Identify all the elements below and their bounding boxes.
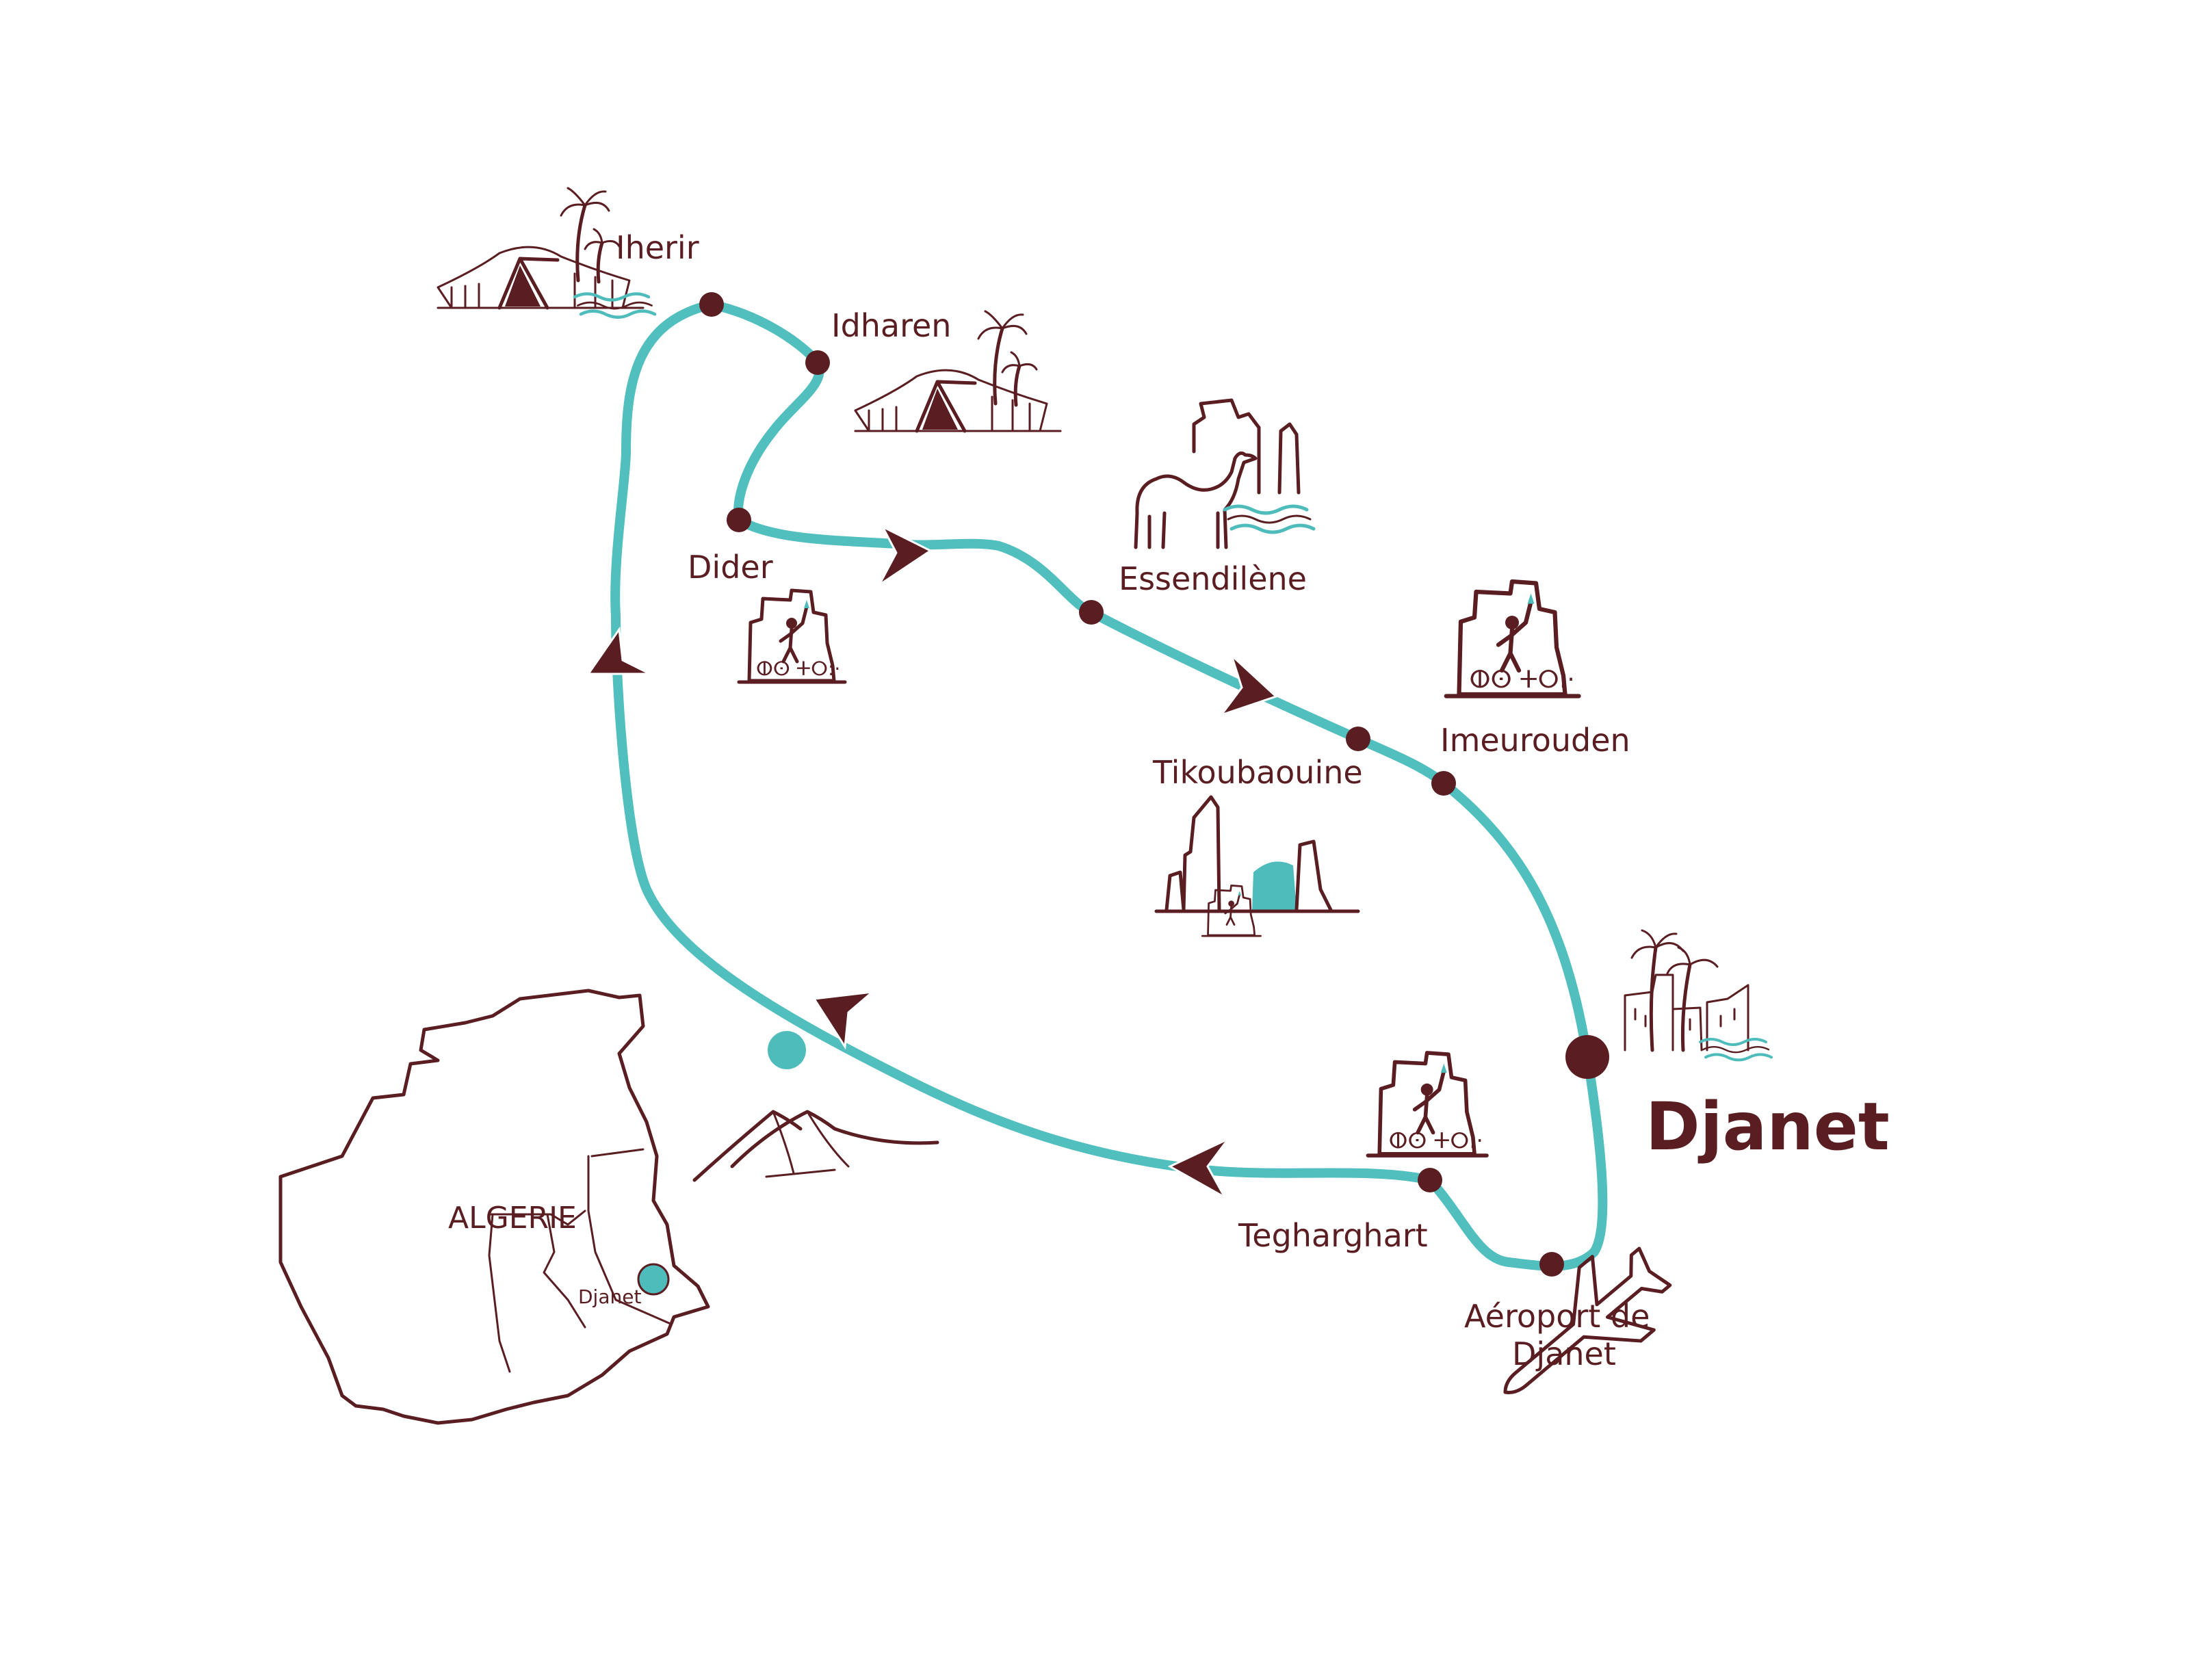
stop-iherir: [699, 292, 724, 317]
dunes-sun-icon: [692, 1031, 939, 1182]
stop-aeroport: [1539, 1252, 1564, 1277]
rock-art-icon: ⵀⵙ ⵜⵔ:·: [1446, 582, 1579, 696]
inset-city-label: Djanet: [578, 1285, 641, 1308]
rock-art-icon: ⵀⵙ ⵜⵔ:·: [739, 590, 845, 682]
direction-arrow-3: [1167, 1138, 1229, 1200]
stop-essendilene: [1079, 600, 1104, 625]
stop-dider: [727, 508, 751, 532]
itinerary-route: [610, 300, 1608, 1271]
stop-tikoubaouine: [1346, 727, 1370, 751]
inset-country-label: ALGERIE: [448, 1201, 577, 1236]
direction-arrow-1: [878, 524, 933, 586]
label-tegharghart: Tegharghart: [1238, 1217, 1428, 1254]
stop-djanet: [1565, 1035, 1609, 1079]
oasis-village-icon: [1624, 929, 1771, 1060]
label-aeroport-line1: Aéroport de: [1464, 1298, 1650, 1335]
svg-text:ⵀⵙ ⵜⵔ:·: ⵀⵙ ⵜⵔ:·: [756, 657, 840, 680]
label-djanet: Djanet: [1645, 1088, 1890, 1165]
camel-rock-icon: [1134, 398, 1314, 549]
rock-art-icon: ⵀⵙ ⵜⵔ:·: [1368, 1053, 1487, 1155]
rock-formations-icon: [1154, 795, 1360, 937]
svg-text:ⵀⵙ ⵜⵔ:·: ⵀⵙ ⵜⵔ:·: [1389, 1129, 1483, 1153]
direction-arrow-5: [586, 626, 651, 675]
airplane-icon: [1503, 1246, 1672, 1394]
stop-idharen: [805, 350, 830, 375]
algeria-inset-map: ALGERIE Djanet: [278, 989, 710, 1425]
inset-djanet-marker: [638, 1264, 668, 1294]
label-tikoubaouine: Tikoubaouine: [1152, 754, 1363, 791]
label-iherir: Iherir: [616, 229, 699, 266]
svg-text:ⵀⵙ ⵜⵔ:·: ⵀⵙ ⵜⵔ:·: [1470, 666, 1575, 694]
algeria-outline: [278, 989, 710, 1425]
label-idharen: Idharen: [831, 307, 951, 344]
stop-imeurouden: [1431, 771, 1456, 796]
direction-arrow-2: [1218, 652, 1278, 717]
stop-tegharghart: [1418, 1168, 1442, 1192]
direction-arrow-4: [812, 990, 876, 1050]
label-dider: Dider: [688, 549, 773, 586]
label-essendilene: Essendilène: [1119, 560, 1307, 597]
label-imeurouden: Imeurouden: [1440, 722, 1630, 759]
